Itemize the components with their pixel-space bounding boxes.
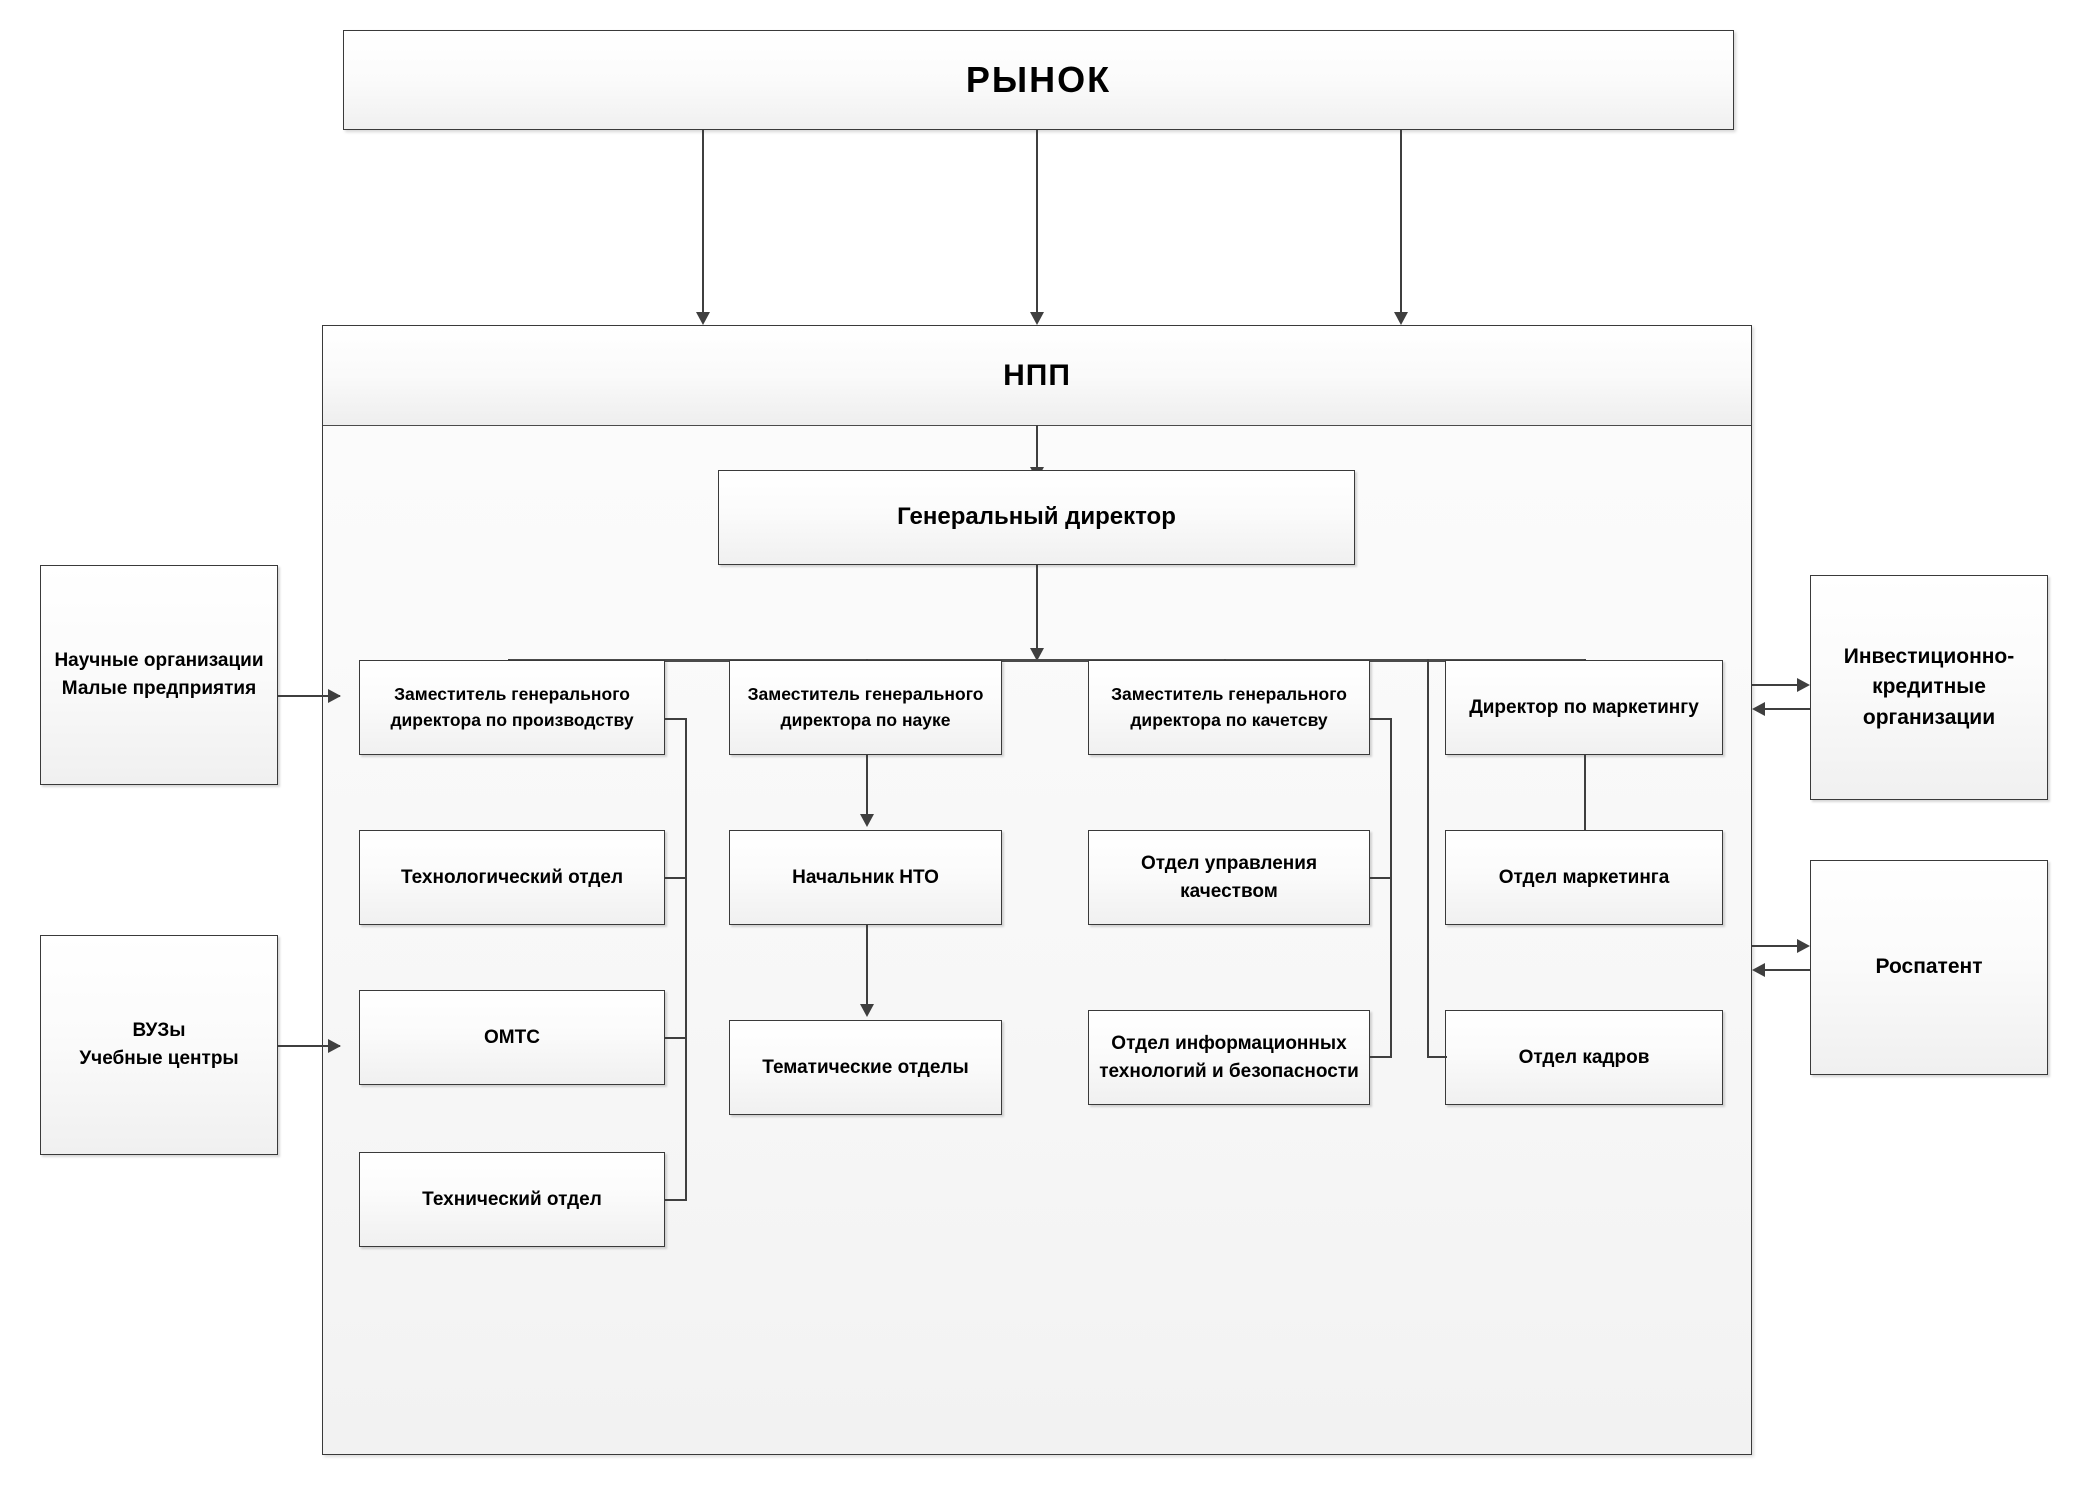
deputy-production-line1: Заместитель генерального (394, 684, 630, 705)
quality-stub-it (1370, 1056, 1392, 1058)
investment-out-arrow (1797, 678, 1810, 692)
universities-line1: ВУЗы (132, 1020, 186, 1042)
ceo-stem-line (1036, 565, 1038, 660)
research-orgs-arrow (328, 689, 341, 703)
marketing-stub-hr (1427, 1056, 1447, 1058)
production-stub-technology (665, 877, 687, 879)
npp-header: НПП (323, 326, 1751, 426)
production-spine (685, 718, 687, 1201)
deputies-distribution-bar (508, 659, 1585, 662)
deputy-quality-box: Заместитель генерального директора по ка… (1088, 660, 1370, 755)
market-to-npp-arrow-1 (696, 312, 710, 325)
omts-dept-box: ОМТС (359, 990, 665, 1085)
market-label: РЫНОК (965, 59, 1112, 100)
rospatent-in-line (1765, 969, 1810, 971)
production-head-stub (665, 718, 687, 720)
deputy-production-box: Заместитель генерального директора по пр… (359, 660, 665, 755)
director-marketing-box: Директор по маркетингу (1445, 660, 1723, 755)
marketing-dept-label: Отдел маркетинга (1498, 866, 1670, 888)
technical-dept-box: Технический отдел (359, 1152, 665, 1247)
research-orgs-connector (278, 695, 340, 697)
it-security-dept-line1: Отдел информационных (1111, 1032, 1347, 1054)
production-stub-omts (665, 1037, 687, 1039)
quality-head-stub (1370, 718, 1392, 720)
universities-line2: Учебные центры (79, 1048, 239, 1069)
investment-credit-line1: Инвестиционно- (1843, 644, 2015, 668)
production-stub-technical (665, 1199, 687, 1201)
market-to-npp-arrow-3 (1394, 312, 1408, 325)
research-orgs-line2: Малые предприятия (61, 678, 257, 699)
thematic-depts-label: Тематические отделы (762, 1056, 969, 1078)
investment-credit-line2: кредитные (1872, 675, 1986, 699)
marketing-dept-box: Отдел маркетинга (1445, 830, 1723, 925)
investment-in-arrow (1752, 702, 1765, 716)
technical-dept-label: Технический отдел (422, 1188, 602, 1210)
investment-out-line (1752, 684, 1800, 686)
research-orgs-line1: Научные организации (54, 650, 264, 672)
universities-connector (278, 1045, 340, 1047)
it-security-dept-box: Отдел информационных технологий и безопа… (1088, 1010, 1370, 1105)
nto-to-thematic-arrow (860, 1004, 874, 1017)
deputy-production-line2: директора по производству (390, 709, 634, 730)
market-to-npp-line-2 (1036, 130, 1038, 315)
science-to-nto-arrow (860, 814, 874, 827)
deputy-science-box: Заместитель генерального директора по на… (729, 660, 1002, 755)
market-to-npp-arrow-2 (1030, 312, 1044, 325)
ceo-label: Генеральный директор (897, 503, 1176, 531)
universities-arrow (328, 1039, 341, 1053)
investment-in-line (1765, 708, 1810, 710)
nto-chief-label: Начальник НТО (792, 866, 939, 888)
market-to-npp-line-3 (1400, 130, 1402, 315)
rospatent-in-arrow (1752, 963, 1765, 977)
quality-stub-management (1370, 877, 1392, 879)
npp-to-ceo-line (1036, 425, 1038, 470)
omts-dept-label: ОМТС (484, 1026, 540, 1048)
marketing-left-spine (1427, 659, 1429, 1057)
marketing-head-to-dept (1584, 755, 1586, 830)
research-orgs-box: Научные организации Малые предприятия (40, 565, 278, 785)
thematic-depts-box: Тематические отделы (729, 1020, 1002, 1115)
rospatent-label: Роспатент (1875, 955, 1983, 979)
investment-credit-line3: организации (1862, 705, 1996, 729)
deputy-quality-line1: Заместитель генерального (1111, 684, 1347, 705)
quality-management-dept-line2: качеством (1180, 880, 1278, 902)
hr-dept-label: Отдел кадров (1518, 1046, 1650, 1068)
ceo-box: Генеральный директор (718, 470, 1355, 565)
nto-to-thematic-line (866, 925, 868, 1007)
rospatent-box: Роспатент (1810, 860, 2048, 1075)
quality-spine (1390, 718, 1392, 1058)
investment-credit-box: Инвестиционно- кредитные организации (1810, 575, 2048, 800)
deputy-science-line2: директора по науке (780, 709, 951, 730)
quality-management-dept-box: Отдел управления качеством (1088, 830, 1370, 925)
deputy-science-line1: Заместитель генерального (747, 684, 984, 705)
technology-dept-label: Технологический отдел (400, 866, 624, 888)
rospatent-out-arrow (1797, 939, 1810, 953)
market-to-npp-line-1 (702, 130, 704, 315)
science-to-nto-line (866, 755, 868, 817)
market-box: РЫНОК (343, 30, 1734, 130)
universities-box: ВУЗы Учебные центры (40, 935, 278, 1155)
deputy-quality-line2: директора по качетсву (1130, 709, 1328, 730)
ceo-stem-arrow (1030, 648, 1044, 661)
technology-dept-box: Технологический отдел (359, 830, 665, 925)
director-marketing-label: Директор по маркетингу (1469, 696, 1699, 718)
rospatent-out-line (1752, 945, 1800, 947)
npp-label: НПП (1003, 358, 1071, 392)
hr-dept-box: Отдел кадров (1445, 1010, 1723, 1105)
it-security-dept-line2: технологий и безопасности (1099, 1060, 1359, 1082)
nto-chief-box: Начальник НТО (729, 830, 1002, 925)
quality-management-dept-line1: Отдел управления (1140, 852, 1318, 874)
